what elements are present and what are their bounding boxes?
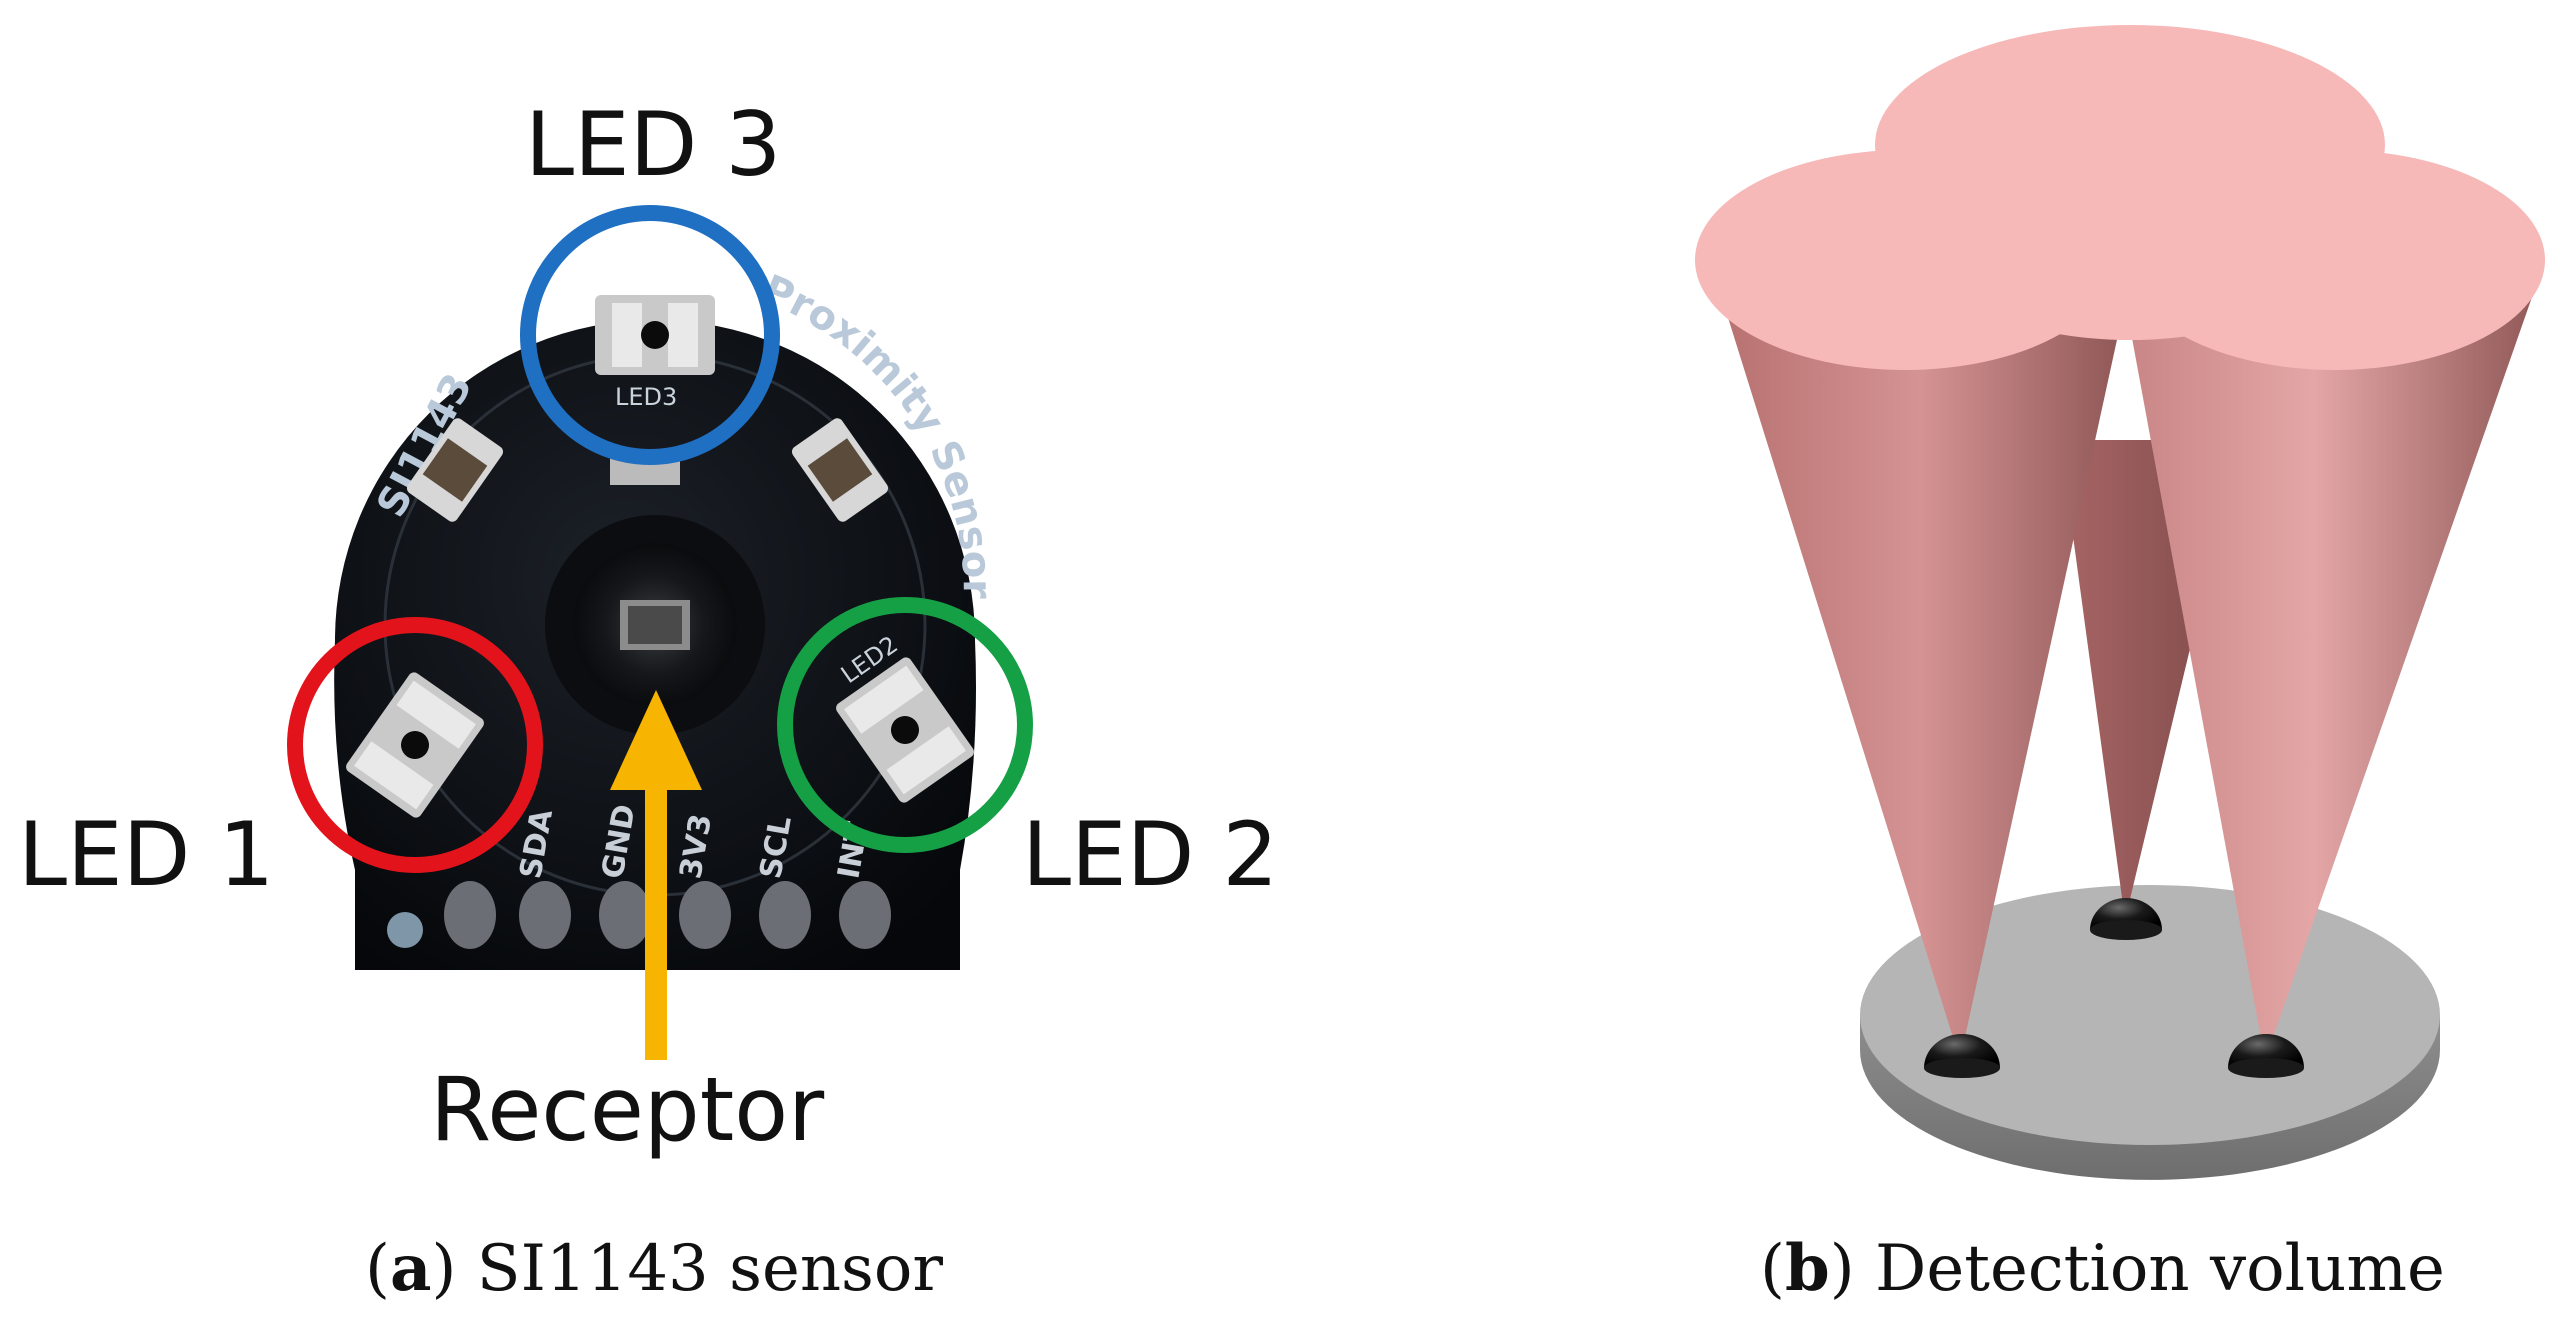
caption-a-letter: a bbox=[390, 1231, 431, 1306]
led2-highlight-circle bbox=[777, 597, 1033, 853]
led1-component bbox=[346, 672, 484, 818]
caption-a-text: SI1143 sensor bbox=[477, 1232, 944, 1306]
emitter-domes bbox=[1924, 898, 2304, 1078]
cone-right bbox=[2125, 260, 2545, 1060]
caption-a: (a) SI1143 sensor bbox=[365, 1231, 943, 1306]
receptor-component bbox=[545, 515, 765, 735]
led3-label: LED 3 bbox=[525, 93, 781, 196]
header-pins bbox=[387, 881, 891, 949]
caption-b-text: Detection volume bbox=[1875, 1232, 2445, 1306]
led3-highlight-circle bbox=[520, 205, 780, 465]
led1-label: LED 1 bbox=[18, 803, 274, 906]
led1-highlight-circle bbox=[287, 617, 543, 873]
cone-left bbox=[1710, 260, 2130, 1060]
receptor-arrow bbox=[610, 690, 702, 1060]
led2-label: LED 2 bbox=[1022, 803, 1278, 906]
receptor-label: Receptor bbox=[430, 1058, 825, 1161]
panel-b: (b) Detection volume bbox=[1695, 25, 2545, 1306]
sensor-board: SI1143 Proximity Sensor LED3 bbox=[334, 266, 1000, 970]
caption-b-letter: b bbox=[1785, 1231, 1830, 1306]
caption-b: (b) Detection volume bbox=[1760, 1231, 2445, 1306]
led3-component: LED3 bbox=[595, 295, 715, 485]
detection-volume-top bbox=[1695, 25, 2545, 370]
panel-a: SI1143 Proximity Sensor LED3 bbox=[18, 93, 1278, 1306]
capacitor-right bbox=[791, 418, 889, 522]
capacitor-left bbox=[406, 418, 504, 522]
led3-silk-label: LED3 bbox=[615, 383, 677, 411]
